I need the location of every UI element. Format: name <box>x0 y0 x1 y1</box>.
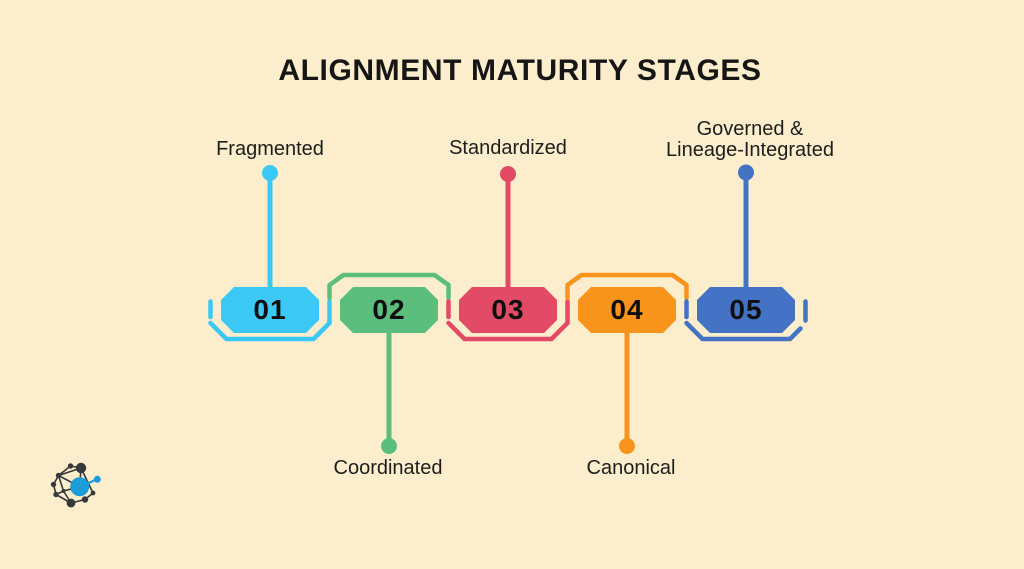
page-title: ALIGNMENT MATURITY STAGES <box>278 54 762 87</box>
stage-3-label: Standardized <box>378 138 638 159</box>
stage-3-badge <box>459 287 557 333</box>
stage-3-label-text: Standardized <box>449 137 567 159</box>
stage-5-number: 05 <box>729 294 763 325</box>
stage-1-label-text: Fragmented <box>216 138 324 160</box>
stage-5-dot <box>738 164 754 181</box>
stage-3-group <box>446 166 570 342</box>
stage-5-label-line-1: Governed & <box>696 118 804 140</box>
stage-4-number: 04 <box>610 294 644 325</box>
stage-2-label: Coordinated <box>258 458 518 479</box>
stage-1-number: 01 <box>253 294 287 325</box>
stage-4-badge <box>578 287 676 333</box>
stage-2-chain-outline <box>327 272 451 301</box>
stage-5-label-line-2: Lineage-Integrated <box>666 139 834 161</box>
stage-5-chain-outline <box>684 299 808 342</box>
stage-4-label: Canonical <box>501 458 761 479</box>
stage-1-chain-outline <box>208 299 332 342</box>
stage-5-label: Governed & Lineage-Integrated <box>620 119 880 161</box>
stage-4-dot <box>619 438 635 454</box>
stage-2-dot <box>381 438 397 454</box>
stage-2-badge <box>340 287 438 333</box>
logo-accent <box>70 475 101 497</box>
stage-4-chain-outline <box>565 272 689 301</box>
stage-3-dot <box>500 166 516 182</box>
stage-3-chain-outline <box>446 299 570 342</box>
stage-5-group <box>684 164 808 342</box>
stage-1-dot <box>262 165 278 181</box>
stage-2-group <box>327 272 451 454</box>
stage-1-label: Fragmented <box>140 139 400 160</box>
stage-2-number: 02 <box>372 294 406 325</box>
stage-3-number: 03 <box>491 294 525 325</box>
stage-4-label-text: Canonical <box>586 457 676 479</box>
stage-1-group <box>208 165 332 342</box>
stage-4-group <box>565 272 689 454</box>
stage-1-badge <box>221 287 319 333</box>
network-logo-icon <box>50 462 101 508</box>
stage-2-label-text: Coordinated <box>333 457 443 479</box>
stage-5-badge <box>697 287 795 333</box>
logo-nodes <box>50 462 96 508</box>
